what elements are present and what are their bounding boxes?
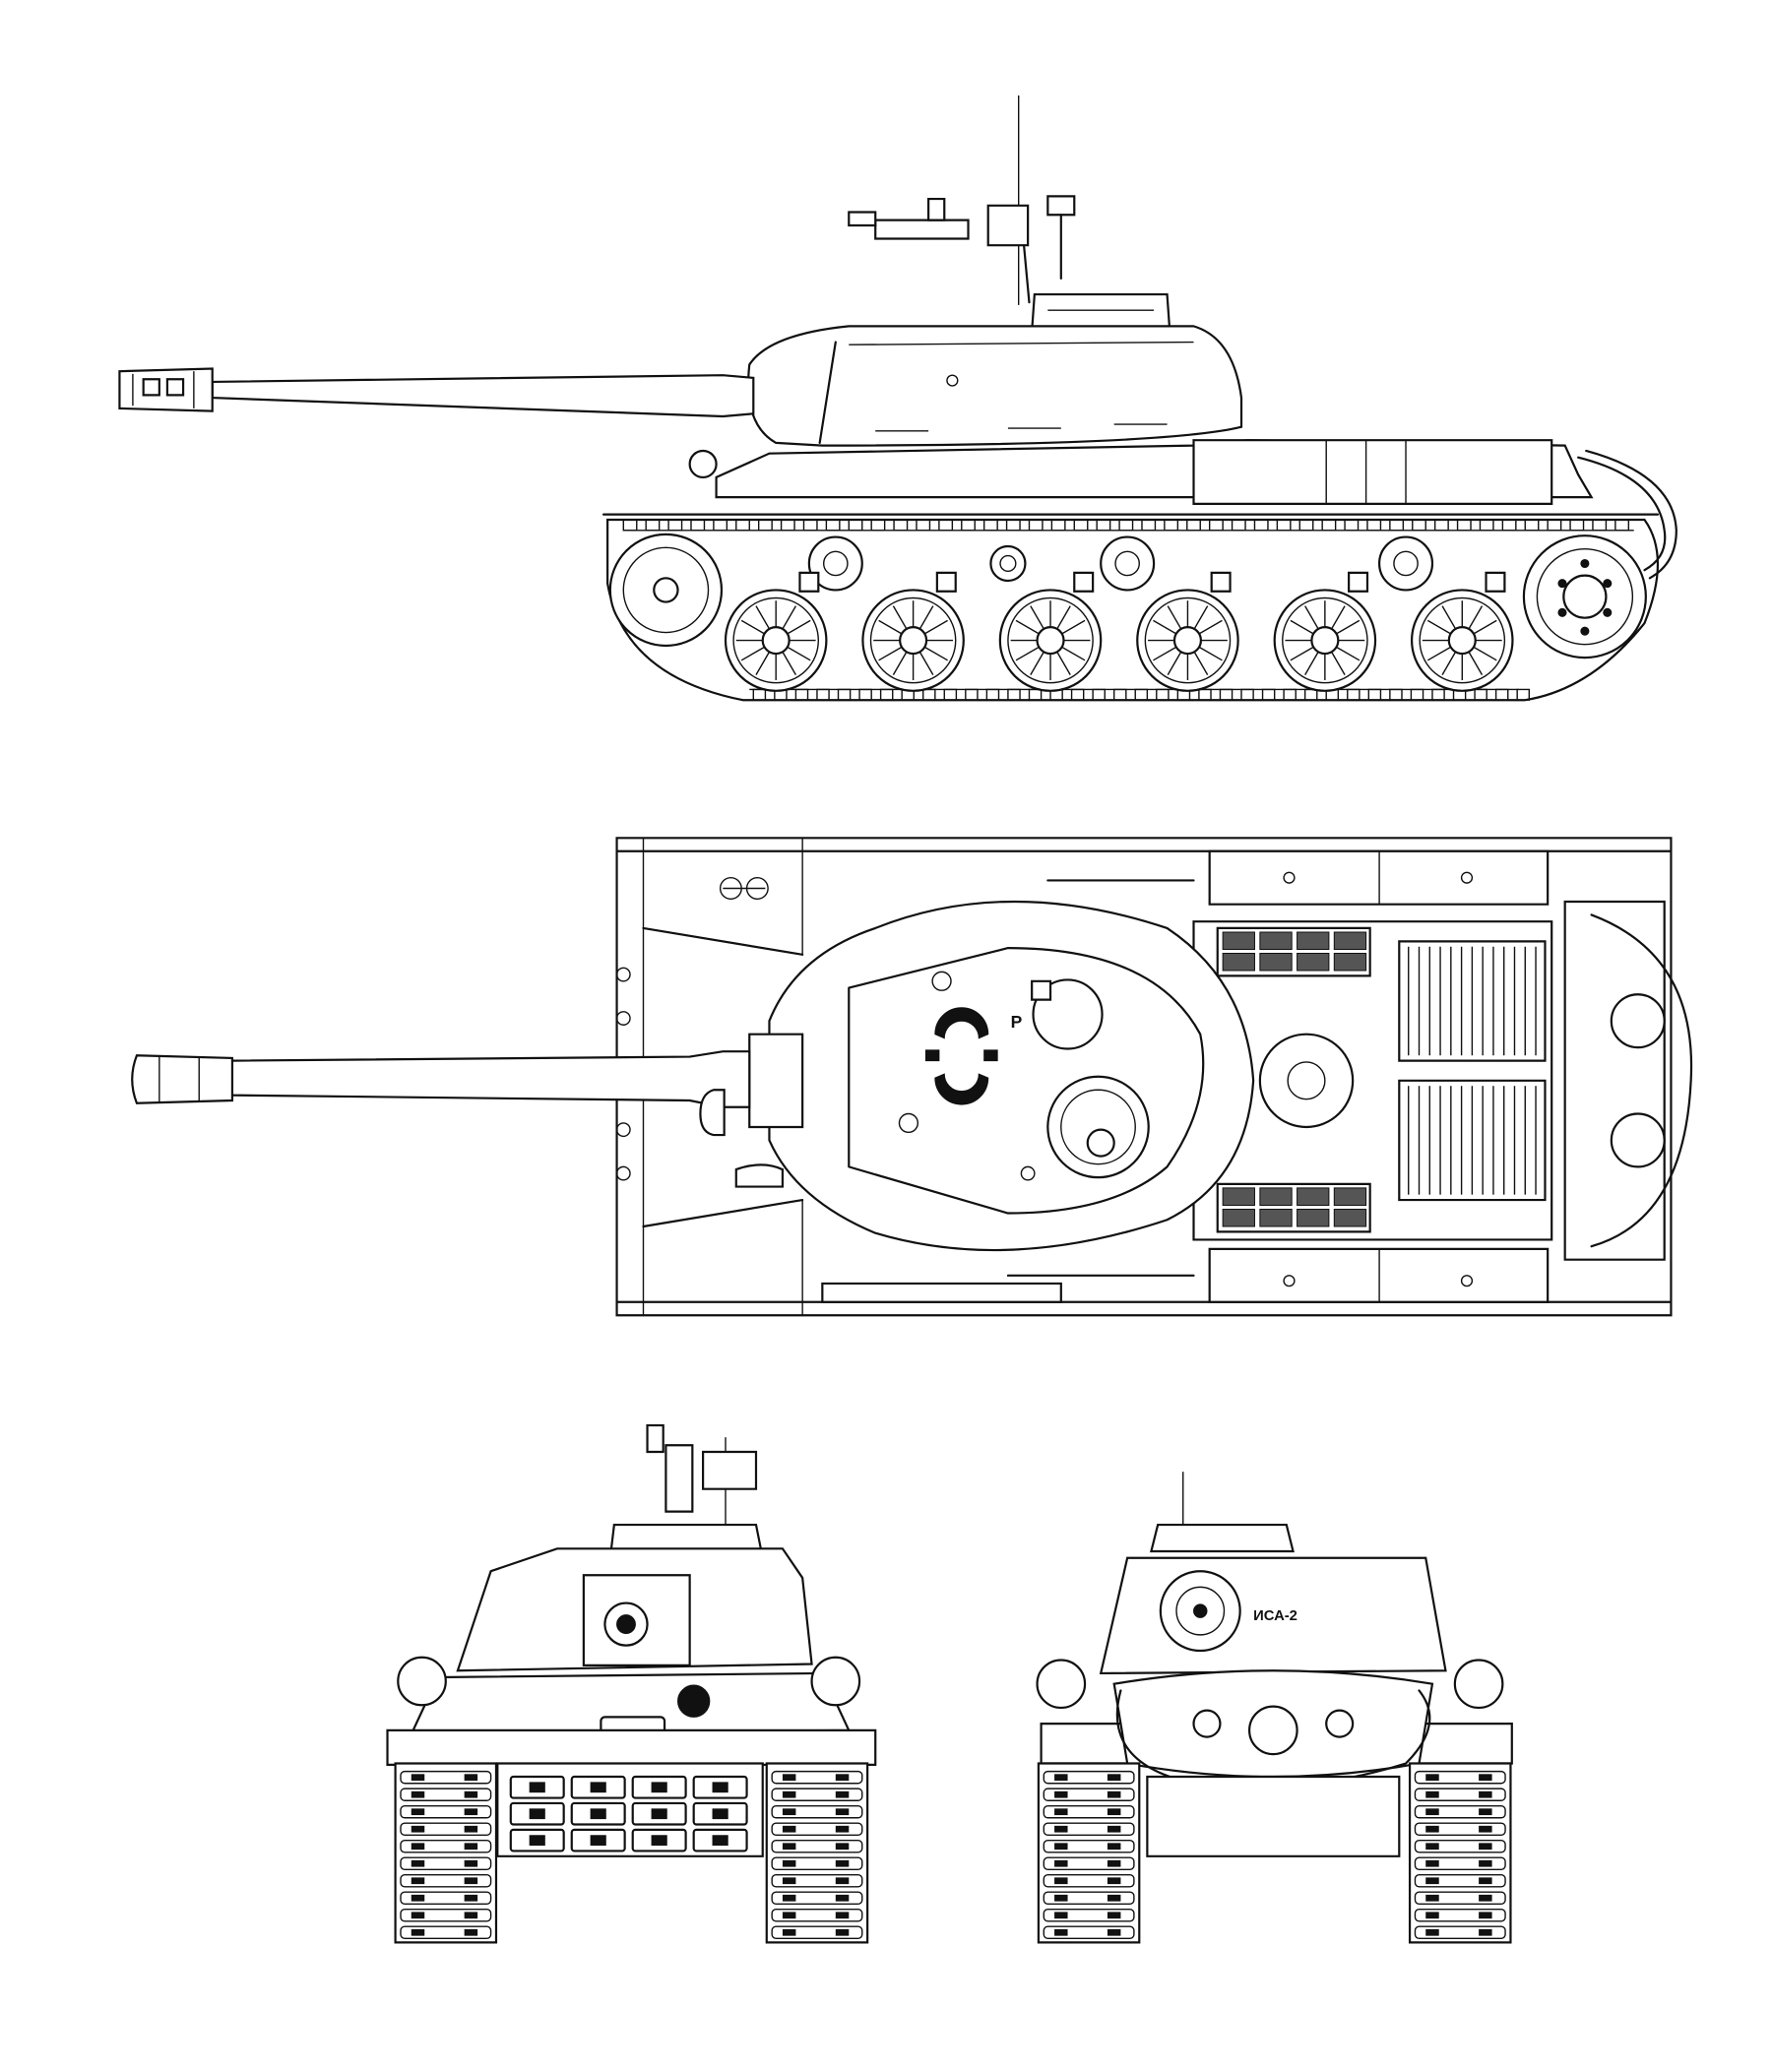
side-view — [119, 95, 1676, 700]
front-headlight-left — [398, 1658, 445, 1705]
top-tow-cable — [1592, 914, 1691, 1246]
front-fender-line — [388, 1730, 876, 1765]
rear-hull-marking: ИСА-2 — [1253, 1608, 1297, 1624]
top-transmission-deck — [1565, 902, 1665, 1260]
front-track-stacks — [396, 1764, 868, 1943]
rear-view: ИСА-2 — [1038, 1472, 1512, 1942]
top-main-gun — [132, 1051, 749, 1107]
rear-tail-light-right — [1455, 1660, 1502, 1707]
rear-center-hatch — [1249, 1707, 1297, 1754]
top-travel-lock — [721, 878, 768, 900]
front-siren — [678, 1685, 710, 1717]
side-idler-wheel — [610, 534, 722, 646]
front-machine-gun — [648, 1425, 756, 1512]
top-commander-cupola — [1047, 1077, 1148, 1177]
rear-track-stacks — [1039, 1764, 1511, 1943]
top-turret — [769, 902, 1253, 1250]
side-road-wheels — [726, 573, 1512, 691]
top-gunner-sight — [925, 1008, 997, 1104]
road-wheel-icon — [1000, 590, 1101, 690]
side-main-gun — [119, 368, 753, 415]
top-engine-hatch — [1260, 1035, 1353, 1127]
top-mesh-screens — [1218, 928, 1370, 1231]
side-fuel-tanks — [1194, 440, 1552, 504]
side-track-links — [623, 520, 1628, 700]
side-return-rollers — [809, 537, 1432, 591]
top-view: P — [132, 838, 1691, 1315]
side-machine-gun — [849, 196, 1074, 302]
side-drive-sprocket — [1524, 535, 1646, 658]
top-hatch-marking: P — [1011, 1012, 1023, 1032]
side-turret — [748, 326, 1241, 445]
front-view — [388, 1425, 876, 1942]
road-wheel-icon — [1137, 590, 1237, 690]
front-spare-track-links — [511, 1777, 747, 1851]
road-wheel-icon — [862, 590, 963, 690]
side-headlight — [690, 451, 717, 477]
road-wheel-icon — [1412, 590, 1512, 690]
rear-cupola — [1151, 1525, 1293, 1551]
road-wheel-icon — [726, 590, 826, 690]
side-tow-cable — [1578, 458, 1665, 570]
top-gun-mantlet — [749, 1035, 802, 1127]
rear-lower-hull — [1147, 1777, 1399, 1856]
top-headlight — [700, 1090, 724, 1135]
top-engine-grilles — [1399, 941, 1545, 1200]
road-wheel-icon — [1275, 590, 1375, 690]
front-headlight-right — [812, 1658, 859, 1705]
rear-tail-light-left — [1038, 1660, 1085, 1707]
